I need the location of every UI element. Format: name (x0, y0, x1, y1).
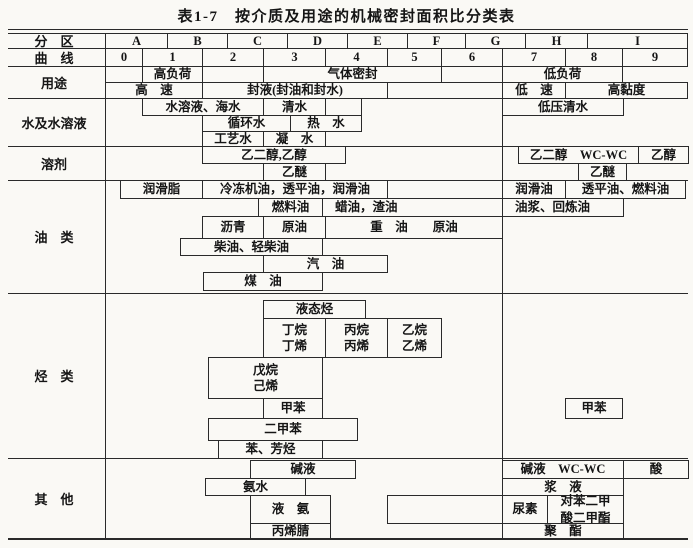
horizontal-rule (8, 98, 688, 99)
media-cell: 燃料油 (258, 198, 323, 217)
media-cell: 低负荷 (502, 66, 623, 83)
media-cell: 润滑油 (502, 180, 566, 199)
media-cell: 润滑脂 (120, 180, 203, 199)
media-cell: 煤 油 (203, 272, 323, 291)
media-cell: 液 氨 (250, 495, 331, 524)
media-cell: 碱液 WC-WC (502, 460, 624, 479)
horizontal-rule (8, 538, 688, 540)
zone-cell: E (347, 33, 408, 49)
horizontal-rule (8, 48, 688, 49)
horizontal-rule (8, 33, 688, 34)
media-cell: 甲苯 (565, 398, 623, 419)
row-label: 其 他 (34, 492, 74, 507)
media-cell: 沥青 (202, 216, 264, 239)
horizontal-rule (8, 180, 688, 181)
media-cell: 甲苯 (263, 398, 323, 419)
curve-cell: 5 (387, 48, 442, 67)
media-cell: 乙二醇 WC-WC (518, 146, 639, 164)
row-label: 水及水溶液 (21, 115, 87, 131)
media-cell: 乙烷 乙烯 (387, 318, 442, 358)
horizontal-rule (8, 293, 688, 294)
media-cell: 封液(封油和封水) (202, 82, 388, 99)
media-cell: 乙醚 (263, 163, 326, 181)
media-cell (325, 98, 362, 116)
media-cell: 水溶液、海水 (142, 98, 264, 116)
media-cell: 凝 水 (263, 131, 326, 147)
curve-cell: 6 (441, 48, 503, 67)
media-cell: 二甲苯 (208, 418, 358, 441)
zone-cell: F (407, 33, 466, 49)
media-cell: 丁烷 丁烯 (263, 318, 326, 358)
curve-cell: 4 (325, 48, 388, 67)
horizontal-rule (8, 458, 688, 459)
zone-cell: C (227, 33, 288, 49)
media-cell: 柴油、轻柴油 (180, 238, 323, 256)
media-cell: 重 油 原油 (325, 216, 503, 239)
horizontal-rule (105, 82, 687, 83)
zone-cell: H (525, 33, 588, 49)
media-cell: 汽 油 (263, 255, 388, 273)
media-cell: 冷冻机油，透平油，润滑油 (202, 180, 388, 199)
zone-cell: D (287, 33, 348, 49)
media-cell: 热 水 (290, 115, 362, 132)
media-cell: 戊烷 己烯 (208, 357, 323, 399)
curve-cell: 1 (142, 48, 203, 67)
zone-cell: B (167, 33, 228, 49)
row-label: 分 区 (34, 34, 74, 49)
curve-cell: 2 (202, 48, 264, 67)
zone-cell: I (587, 33, 688, 49)
media-cell: 苯、芳烃 (218, 440, 323, 459)
horizontal-rule (8, 66, 688, 67)
media-cell: 丙烷 丙烯 (325, 318, 388, 358)
row-label: 油 类 (34, 230, 74, 245)
vertical-rule (502, 66, 503, 538)
vertical-rule (105, 33, 106, 538)
media-cell: 乙醚 (578, 163, 627, 181)
media-cell: 透平油、燃料油 (565, 180, 686, 199)
zone-cell: G (465, 33, 526, 49)
table-title: 表1-7 按介质及用途的机械密封面积比分类表 (177, 9, 516, 25)
media-cell: 工艺水 (202, 131, 264, 147)
horizontal-rule (8, 146, 688, 147)
row-label: 用途 (40, 75, 67, 91)
media-cell: 高黏度 (565, 82, 688, 99)
curve-cell: 3 (263, 48, 326, 67)
media-cell: 循环水 (202, 115, 291, 132)
media-cell: 氨水 (205, 478, 306, 496)
media-cell: 乙二醇,乙醇 (202, 146, 346, 164)
row-label: 烃 类 (34, 369, 74, 384)
media-cell: 气体密封 (263, 66, 442, 83)
row-label: 曲 线 (34, 50, 74, 66)
curve-cell: 8 (565, 48, 623, 67)
media-cell: 油浆、回炼油 (502, 198, 624, 217)
media-cell (387, 495, 503, 524)
media-cell: 高负荷 (142, 66, 203, 83)
horizontal-rule (8, 29, 688, 30)
curve-cell: 0 (105, 48, 143, 67)
curve-cell: 7 (502, 48, 566, 67)
curve-cell: 9 (622, 48, 688, 67)
media-cell: 酸 (623, 460, 689, 479)
media-cell: 低 速 (502, 82, 566, 99)
media-cell: 尿素 (502, 495, 548, 524)
row-label: 溶剂 (40, 156, 67, 172)
media-cell: 蜡油，渣油 (322, 198, 503, 217)
zone-cell: A (105, 33, 168, 49)
media-cell: 碱液 (250, 460, 356, 479)
media-cell: 液态烃 (263, 300, 366, 319)
media-cell: 原油 (263, 216, 326, 239)
media-cell: 清水 (263, 98, 326, 116)
media-cell: 高 速 (105, 82, 203, 99)
media-cell: 低压清水 (502, 98, 624, 116)
media-cell: 乙醇 (638, 146, 689, 164)
media-cell: 对苯二甲 酸二甲酯 (547, 494, 624, 525)
